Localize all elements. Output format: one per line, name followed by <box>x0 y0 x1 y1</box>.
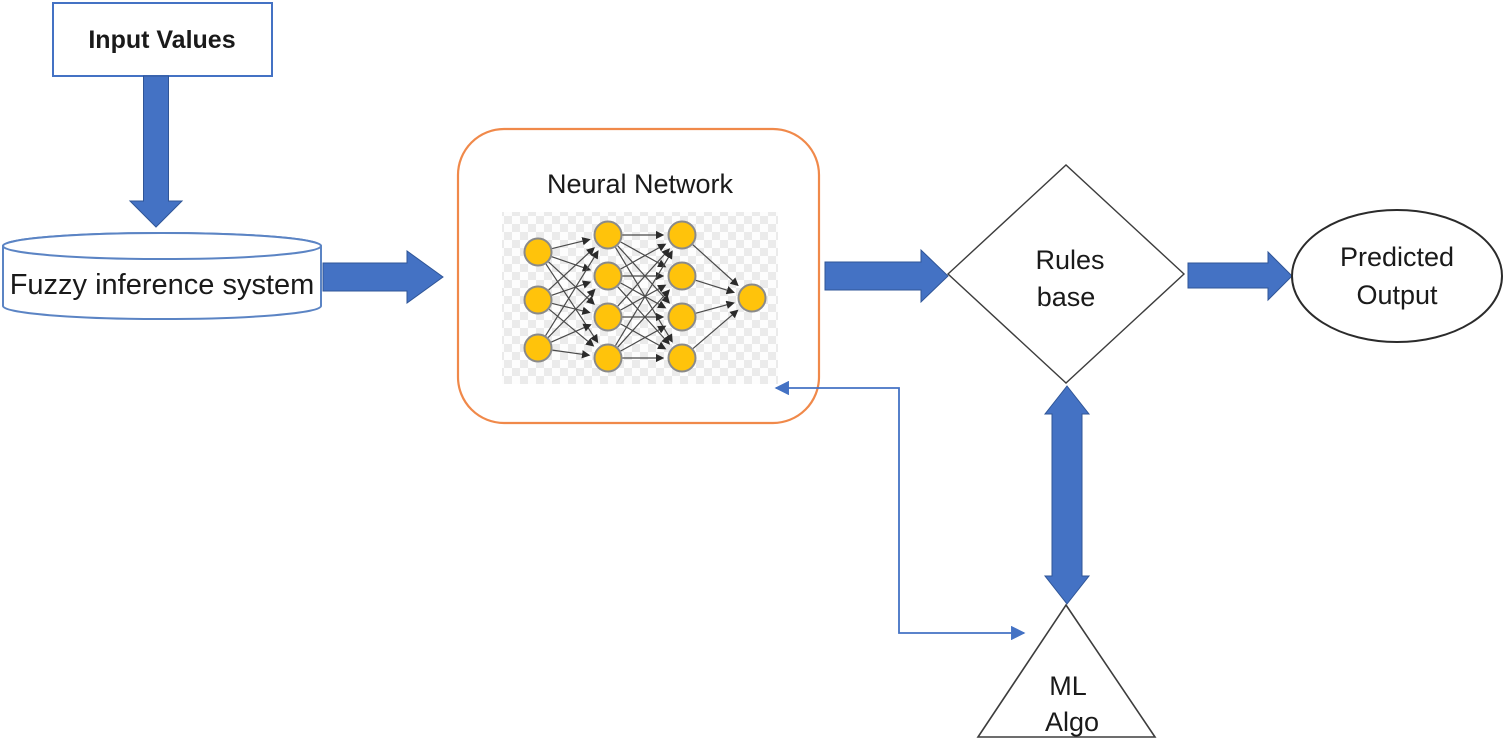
nn-title: Neural Network <box>547 169 734 199</box>
ml-algo-triangle: ML Algo <box>976 603 1157 738</box>
arrow-rules-mlalgo-double <box>1043 385 1091 605</box>
arrow-input-to-fuzzy <box>128 75 184 228</box>
nn-neuron <box>523 237 553 267</box>
nn-connection-lines <box>545 230 739 363</box>
nn-neuron <box>667 220 697 250</box>
arrow-fuzzy-to-nn <box>322 250 444 304</box>
output-ellipse-shape <box>1291 209 1503 343</box>
rules-diamond-shape <box>946 164 1186 384</box>
nn-neuron <box>593 343 623 373</box>
input-values-label: Input Values <box>88 26 235 54</box>
output-label-line1: Predicted <box>1340 242 1454 272</box>
fuzzy-label: Fuzzy inference system <box>10 269 315 301</box>
neural-network-box: Neural Network <box>456 127 821 425</box>
nn-neuron <box>667 302 697 332</box>
ml-label-line2: Algo <box>1045 707 1099 737</box>
nn-neuron <box>593 261 623 291</box>
nn-neuron <box>523 285 553 315</box>
nn-neuron <box>593 220 623 250</box>
nn-neuron <box>523 333 553 363</box>
output-label-line2: Output <box>1356 280 1438 310</box>
input-values-box: Input Values <box>52 2 273 77</box>
arrow-rules-to-output <box>1187 250 1293 302</box>
cylinder-top <box>2 232 322 260</box>
ml-label-line1: ML <box>1049 671 1087 701</box>
nn-neuron <box>737 283 767 313</box>
fuzzy-cylinder: Fuzzy inference system <box>1 232 322 320</box>
arrow-nn-to-rules <box>824 248 949 304</box>
input-values-rect <box>52 2 273 77</box>
nn-neuron <box>667 261 697 291</box>
ml-triangle-shape <box>976 603 1157 738</box>
nn-neuron-nodes <box>523 220 767 373</box>
feedback-connector-mlalgo-to-nn <box>774 380 1026 641</box>
rules-label-line1: Rules <box>1035 245 1104 275</box>
nn-neuron <box>593 302 623 332</box>
predicted-output-ellipse: Predicted Output <box>1291 209 1503 343</box>
rules-diamond: Rules base <box>946 164 1186 384</box>
nn-neuron <box>667 343 697 373</box>
rules-label-line2: base <box>1037 282 1096 312</box>
